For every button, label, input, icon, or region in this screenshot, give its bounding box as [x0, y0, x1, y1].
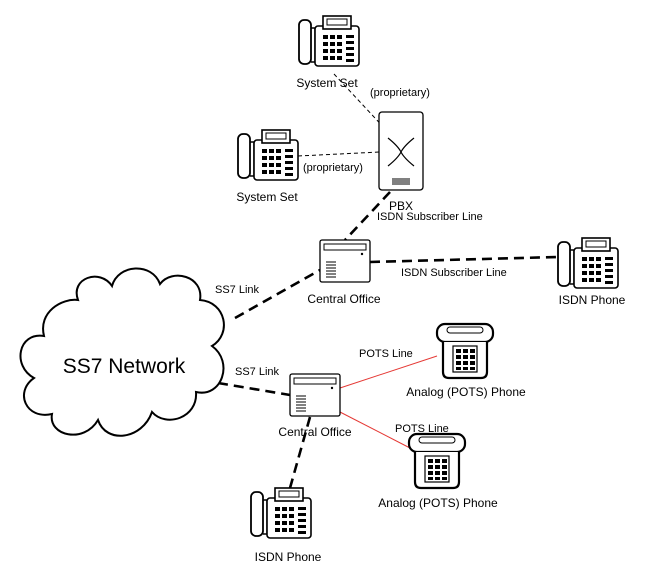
isdn-phone-right-icon [557, 237, 619, 289]
link-ss7-bottom [217, 381, 291, 397]
link-ss7-top [234, 268, 321, 320]
label-analog-phone-top: Analog (POTS) Phone [406, 385, 526, 399]
label-analog-phone-bottom: Analog (POTS) Phone [378, 496, 498, 510]
label-central-office-bottom: Central Office [278, 425, 351, 439]
label-central-office-top: Central Office [307, 292, 380, 306]
analog-phone-top-icon [435, 322, 495, 380]
cloud-label: SS7 Network [63, 355, 186, 378]
system-set-top-icon [298, 15, 360, 67]
label-proprietary-top: (proprietary) [370, 87, 430, 99]
central-office-top [319, 239, 371, 283]
label-isdn-line-co: ISDN Subscriber Line [401, 267, 507, 279]
link-pots-top [339, 355, 438, 389]
label-system-set-top: System Set [296, 76, 358, 90]
link-co-isdnphone-bottom [288, 416, 312, 489]
link-pbx-co [344, 191, 391, 241]
link-co-isdnphone [369, 255, 559, 264]
label-pbx: PBX [389, 199, 413, 213]
ss7-network-cloud: SS7 Network [19, 267, 225, 437]
link-systemset-left-pbx [297, 151, 381, 157]
central-office-bottom [289, 373, 341, 417]
pbx-switch [378, 111, 424, 191]
label-ss7-link-top: SS7 Link [215, 284, 260, 296]
label-isdn-phone-bottom: ISDN Phone [255, 550, 322, 564]
label-pots-line-bottom: POTS Line [395, 423, 449, 435]
system-set-left-icon [237, 129, 299, 181]
label-proprietary-left: (proprietary) [303, 162, 363, 174]
label-isdn-line-pbx: ISDN Subscriber Line [377, 211, 483, 223]
label-ss7-link-bottom: SS7 Link [235, 366, 280, 378]
isdn-phone-bottom-icon [250, 487, 312, 539]
label-isdn-phone-right: ISDN Phone [559, 293, 626, 307]
link-pots-bottom [339, 411, 411, 449]
label-system-set-left: System Set [236, 190, 298, 204]
analog-phone-bottom-icon [407, 432, 467, 490]
label-pots-line-top: POTS Line [359, 348, 413, 360]
